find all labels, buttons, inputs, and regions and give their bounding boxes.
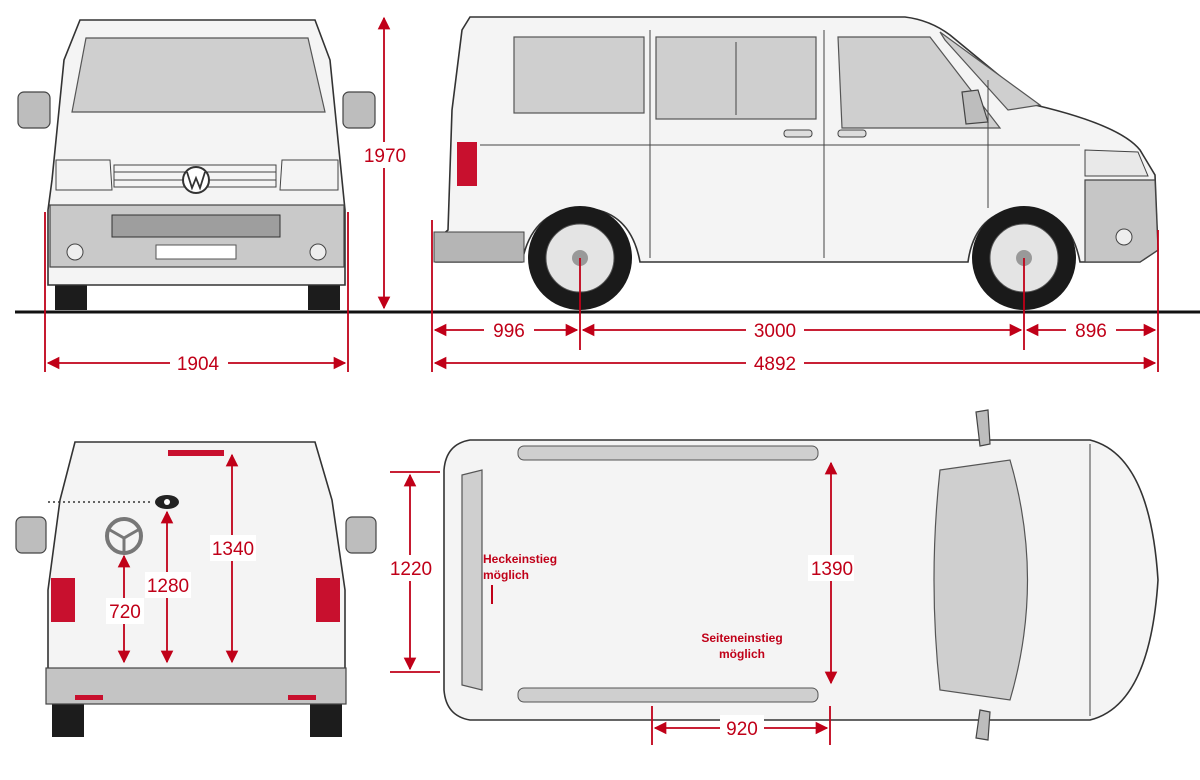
front-left-mirror: [17, 91, 51, 129]
side-front-bumper: [1084, 179, 1159, 263]
top-roof-rail-lower: [517, 687, 819, 703]
front-overhang-label: 896: [1075, 321, 1107, 342]
front-right-mirror: [342, 91, 376, 129]
side-rear-bumper: [433, 231, 525, 263]
height-label: 1970: [364, 146, 406, 167]
wheelbase-label: 3000: [754, 321, 796, 342]
side-front-window: [837, 36, 1002, 129]
side-view: [433, 16, 1159, 310]
front-left-foglight: [66, 243, 84, 261]
rear-view: [15, 441, 377, 737]
top-roof-rail-upper: [517, 445, 819, 461]
side-windshield: [939, 31, 1042, 111]
top-upper-mirror: [975, 409, 991, 447]
front-door-handle: [837, 129, 867, 138]
top-lower-mirror: [975, 709, 991, 741]
front-windshield: [71, 37, 326, 113]
top-windshield: [933, 459, 1029, 701]
svg-text:Heckeinstieg: Heckeinstieg: [483, 552, 557, 566]
eye-icon: [155, 495, 179, 509]
rear-left-tail-light: [51, 578, 75, 622]
top-body: [443, 439, 1159, 721]
rear-overhang-label: 996: [493, 321, 525, 342]
top-rear-window: [461, 469, 483, 691]
front-right-foglight: [309, 243, 327, 261]
rear-left-mirror: [15, 516, 47, 554]
rear-door-width-label: 1220: [390, 559, 432, 580]
svg-text:Seiteneinstieg: Seiteneinstieg: [701, 631, 782, 645]
side-headlight: [1084, 149, 1149, 177]
rear-body: [47, 441, 346, 701]
side-dimensions: 996 3000 896 4892: [431, 220, 1159, 376]
front-license-plate: [155, 244, 237, 260]
vw-logo-icon: [182, 166, 210, 194]
side-door-width-label: 920: [726, 719, 758, 740]
height-dimension: 1970: [362, 16, 408, 310]
rear-lock-height-label: 720: [109, 602, 141, 623]
side-mirror: [961, 89, 989, 125]
svg-text:möglich: möglich: [483, 568, 529, 582]
front-left-headlight: [55, 159, 113, 191]
rear-right-mirror: [345, 516, 377, 554]
rear-entry-note: Heckeinstieg möglich: [483, 552, 557, 582]
front-width-dimension: 1904: [44, 212, 349, 376]
rear-brake-light: [168, 450, 224, 456]
rear-door-height-label: 1340: [212, 539, 254, 560]
side-door-handle: [783, 129, 813, 138]
steering-wheel-icon: [105, 517, 143, 555]
rear-dimensions: 1340 1280 720: [106, 453, 256, 664]
side-entry-note: Seiteneinstieg möglich: [701, 631, 782, 661]
svg-text:möglich: möglich: [719, 647, 765, 661]
rear-right-tail-light: [316, 578, 340, 622]
front-lower-grille: [111, 214, 281, 238]
length-label: 4892: [754, 354, 796, 375]
side-tail-light: [457, 142, 477, 186]
top-view: [443, 409, 1159, 741]
front-right-headlight: [279, 159, 339, 191]
top-dimensions: 1220 1390 920: [388, 461, 854, 745]
side-rear-window: [513, 36, 645, 114]
front-view: [17, 19, 376, 310]
front-width-label: 1904: [177, 354, 220, 375]
interior-width-label: 1390: [811, 559, 853, 580]
rear-step-height-label: 1280: [147, 576, 189, 597]
